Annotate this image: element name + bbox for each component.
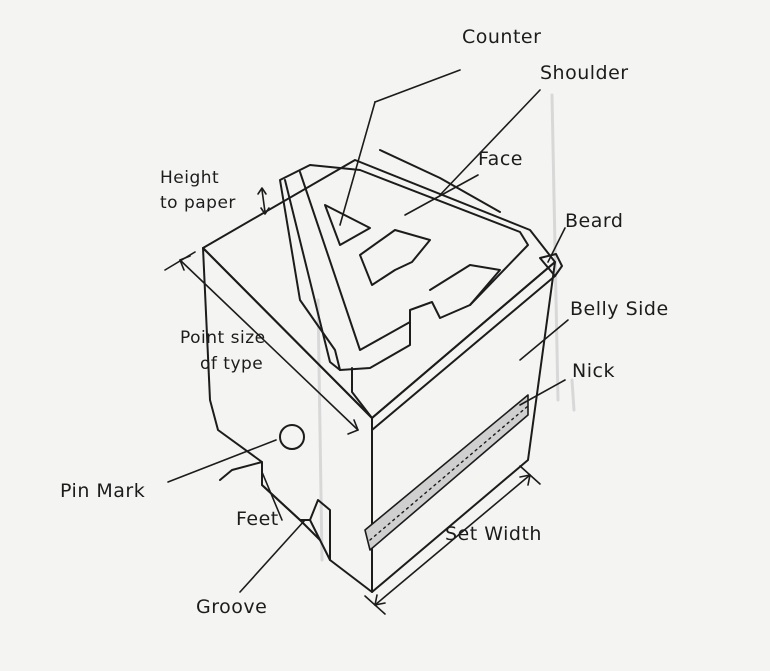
pin-mark-circle (279, 424, 305, 450)
label-belly-side: Belly Side (570, 298, 669, 320)
label-groove: Groove (196, 596, 268, 618)
label-point-size-line2: of type (200, 354, 264, 374)
label-set-width: Set Width (445, 523, 542, 545)
letter-a-face (279, 149, 529, 419)
belly-inner-edge (371, 275, 556, 431)
letter-a-serif-right (429, 264, 501, 306)
set-width-dimension (374, 474, 531, 606)
feet-leader (261, 471, 283, 521)
letter-a-outer (279, 164, 529, 371)
height-to-paper-arrow (261, 189, 266, 213)
shoulder-edge (379, 149, 501, 213)
label-beard: Beard (565, 210, 624, 232)
nick-groove (364, 394, 529, 551)
face-leader (404, 174, 479, 216)
shoulder-leader (439, 89, 541, 196)
leader-lines (164, 69, 569, 615)
belly-leader (519, 319, 569, 361)
label-counter: Counter (462, 26, 542, 48)
groove-outline (309, 499, 331, 561)
beard-leader (547, 227, 566, 263)
letter-a-serif-left (284, 179, 341, 371)
label-height-line1: Height (160, 168, 220, 188)
label-shoulder: Shoulder (540, 62, 629, 84)
label-nick: Nick (572, 360, 615, 382)
label-feet: Feet (236, 508, 279, 530)
label-pin-mark: Pin Mark (60, 480, 146, 502)
label-point-size-line1: Point size (180, 328, 266, 348)
nick-leader (519, 379, 566, 406)
letter-a-counter (324, 204, 371, 246)
counter-leader (374, 69, 461, 103)
letter-a-crossbar (359, 229, 431, 286)
point-size-dimension (179, 259, 359, 431)
label-face: Face (478, 148, 523, 170)
groove-leader (239, 519, 306, 593)
pin-mark-leader (167, 439, 277, 483)
stem-bevel (299, 171, 411, 351)
label-height-line2: to paper (160, 193, 236, 213)
lower-step (351, 367, 373, 419)
body-top-outline (202, 159, 556, 419)
